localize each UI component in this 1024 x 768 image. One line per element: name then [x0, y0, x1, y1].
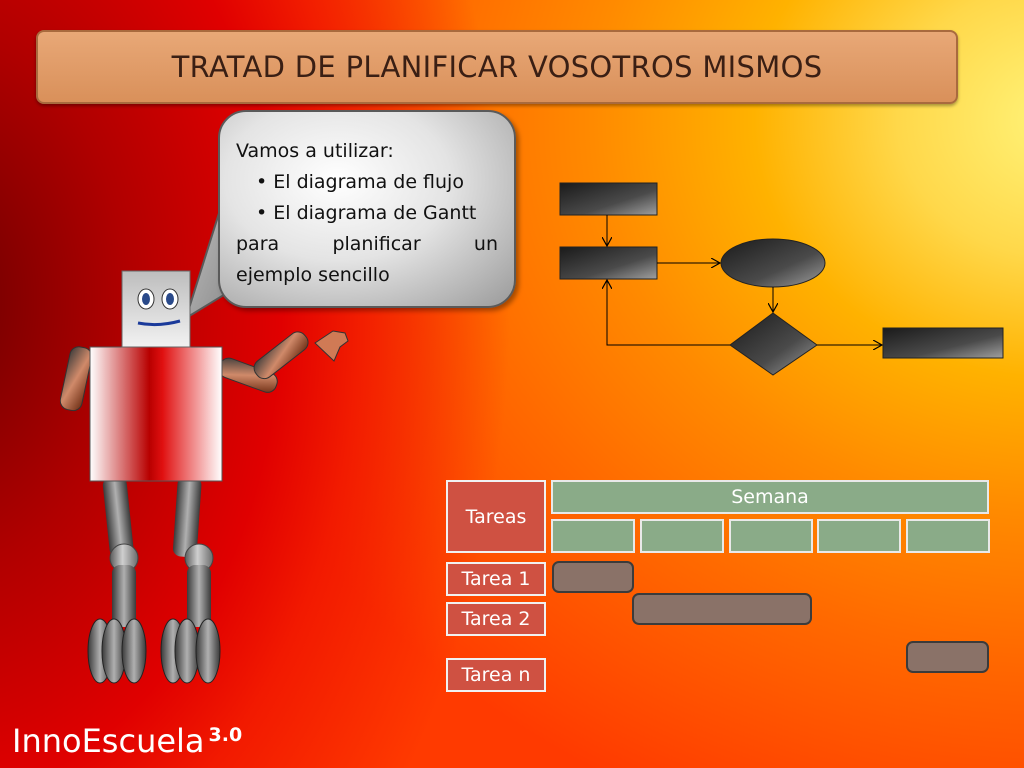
gantt-week-header: Semana: [551, 480, 989, 514]
gantt-week-cell-2: [640, 519, 724, 553]
flowchart-diagram: [559, 182, 1004, 376]
gantt-week-cell-3: [729, 519, 813, 553]
slide-title: TRATAD DE PLANIFICAR VOSOTROS MISMOS: [171, 50, 823, 84]
speech-bubble: Vamos a utilizar: • El diagrama de flujo…: [218, 110, 516, 308]
bubble-intro: Vamos a utilizar:: [236, 140, 394, 162]
gantt-task-2-label: Tarea 2: [446, 602, 546, 636]
title-banner: TRATAD DE PLANIFICAR VOSOTROS MISMOS: [36, 30, 958, 104]
robot-illustration: [60, 270, 349, 684]
bubble-closing-line-1: para planificar un: [236, 233, 498, 255]
gantt-task-n-label: Tarea n: [446, 658, 546, 692]
gantt-task-1-label: Tarea 1: [446, 562, 546, 596]
gantt-bar-task-n: [906, 641, 989, 673]
logo-brand: InnoEscuela: [12, 722, 205, 760]
flow-process-box-2: [559, 246, 658, 280]
gantt-bar-task-1: [552, 561, 634, 593]
flow-process-box-1: [559, 182, 658, 216]
innoescuela-logo: InnoEscuela 3.0: [12, 722, 242, 760]
gantt-week-cell-1: [551, 519, 635, 553]
bubble-bullet-2: • El diagrama de Gantt: [256, 202, 477, 224]
bubble-closing-line-2: ejemplo sencillo: [236, 264, 390, 286]
gantt-bar-task-2: [632, 593, 812, 625]
gantt-week-cell-5: [906, 519, 990, 553]
flow-ellipse-node: [720, 238, 826, 288]
robot-right-arm: [218, 330, 349, 393]
bubble-bullet-1: • El diagrama de flujo: [256, 171, 464, 193]
logo-version: 3.0: [208, 724, 243, 746]
flow-decision-diamond: [729, 312, 818, 376]
robot-body: [89, 346, 223, 482]
robot-legs: [87, 476, 221, 684]
gantt-week-cell-4: [817, 519, 901, 553]
flow-process-box-3: [882, 327, 1004, 359]
robot-head: [121, 270, 191, 348]
flow-arrow-loop: [607, 281, 730, 346]
gantt-tasks-header: Tareas: [446, 480, 546, 553]
